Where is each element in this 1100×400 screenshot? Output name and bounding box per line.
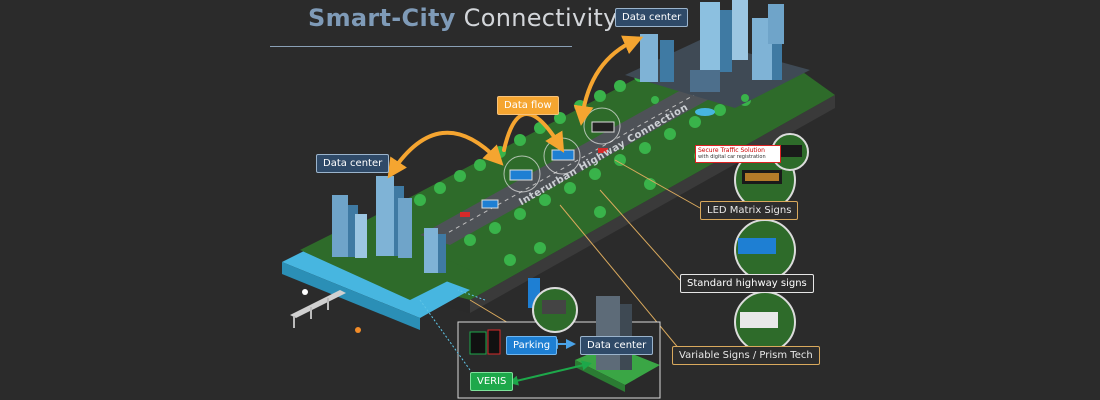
callout-circle-variable xyxy=(735,292,795,352)
callout-led-matrix: LED Matrix Signs xyxy=(700,201,798,220)
secure-traffic-subtitle: with digital car registration xyxy=(698,154,778,161)
secure-traffic-callout: Secure Traffic Solution with digital car… xyxy=(695,145,781,163)
secure-traffic-title: Secure Traffic Solution xyxy=(698,147,778,154)
title-strong: Smart-City xyxy=(308,4,456,32)
label-data-flow: Data flow xyxy=(497,96,559,115)
page-title: Smart-City Connectivity xyxy=(308,4,618,32)
callout-circle-standard xyxy=(735,220,795,280)
label-parking: Parking xyxy=(506,336,557,355)
label-veris: VERIS xyxy=(470,372,513,391)
label-data-center-left: Data center xyxy=(316,154,389,173)
title-divider xyxy=(270,46,572,47)
callout-variable-signs: Variable Signs / Prism Tech xyxy=(672,346,820,365)
callout-standard-signs: Standard highway signs xyxy=(680,274,814,293)
title-light: Connectivity xyxy=(464,4,618,32)
label-data-center-top: Data center xyxy=(615,8,688,27)
label-data-center-bottom: Data center xyxy=(580,336,653,355)
